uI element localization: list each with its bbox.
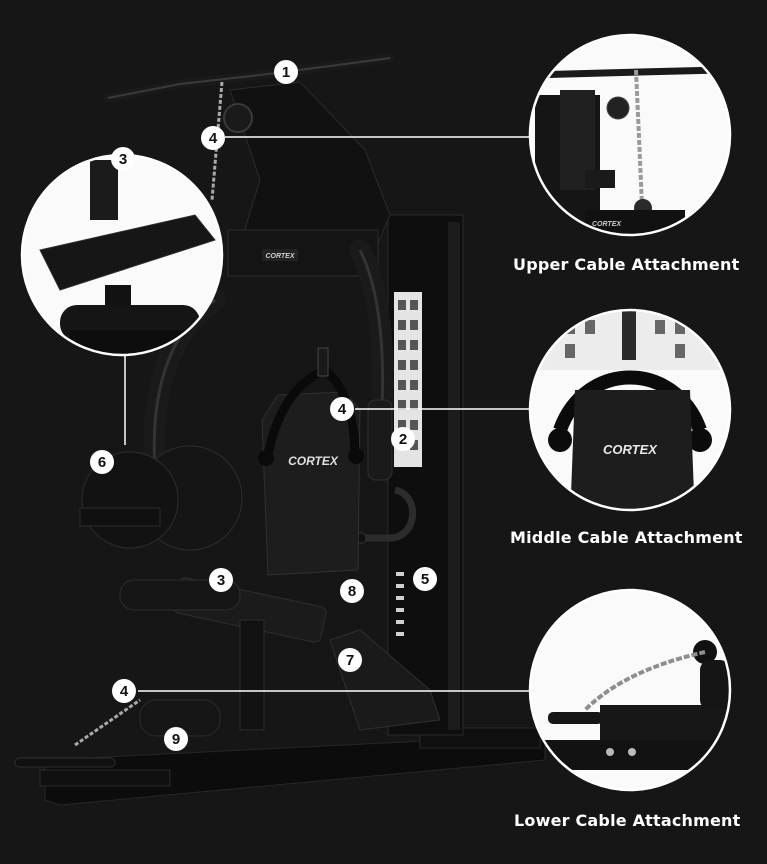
- leg-roller-upper: [119, 579, 241, 611]
- middle-inset-brand-label: CORTEX: [603, 442, 658, 457]
- d-handle: [330, 486, 417, 542]
- callout-5: 5: [413, 567, 437, 591]
- svg-text:2: 2: [399, 431, 407, 448]
- leader-lines: [124, 136, 530, 692]
- weight-selector-plates: [396, 572, 404, 636]
- preacher-pad-inset: [20, 153, 224, 357]
- upper-chain: [210, 81, 224, 201]
- lower-cable-inset: [528, 588, 732, 792]
- svg-text:4: 4: [338, 401, 347, 418]
- seat-post: [239, 619, 265, 731]
- crossbar-brand-label: CORTEX: [265, 253, 295, 260]
- lower-chain: [74, 698, 141, 747]
- lower-cable-handle: [14, 757, 116, 768]
- callout-4-middle: 4: [330, 397, 354, 421]
- machine: CORTEX CORTEX: [14, 53, 546, 806]
- plate-loader-bracket: [79, 507, 161, 527]
- upper-inset-brand-label: CORTEX: [592, 221, 622, 228]
- callout-6: 6: [90, 450, 114, 474]
- right-press-grip: [367, 399, 393, 481]
- callout-7: 7: [338, 648, 362, 672]
- crossbar-brand-plate: [262, 249, 298, 261]
- caption-upper-cable: Upper Cable Attachment: [513, 255, 740, 274]
- callout-1: 1: [274, 60, 298, 84]
- callout-3-upper: 3: [111, 147, 135, 171]
- callout-2: 2: [391, 427, 415, 451]
- callout-4-lower: 4: [112, 679, 136, 703]
- callout-8: 8: [340, 579, 364, 603]
- base-rail-front: [39, 769, 171, 787]
- upper-pulley: [223, 103, 253, 133]
- svg-text:3: 3: [119, 151, 127, 168]
- weight-stack-shroud-edge: [448, 222, 460, 730]
- backrest-brand-label: CORTEX: [288, 454, 339, 468]
- middle-cable-inset: CORTEX: [528, 308, 732, 512]
- svg-text:4: 4: [120, 683, 129, 700]
- svg-text:8: 8: [348, 583, 356, 600]
- svg-text:4: 4: [209, 130, 218, 147]
- callout-3-lower: 3: [209, 568, 233, 592]
- svg-text:7: 7: [346, 652, 354, 669]
- svg-text:3: 3: [217, 572, 225, 589]
- callout-9: 9: [164, 727, 188, 751]
- svg-text:6: 6: [98, 454, 106, 471]
- svg-text:9: 9: [172, 731, 180, 748]
- svg-text:5: 5: [421, 571, 429, 588]
- svg-text:1: 1: [282, 64, 290, 81]
- caption-lower-cable: Lower Cable Attachment: [514, 811, 741, 830]
- upper-cable-inset: CORTEX: [528, 33, 732, 237]
- callout-4-upper: 4: [201, 126, 225, 150]
- callout-badges: 1 4 3 4 2 6 3 5: [90, 60, 437, 751]
- caption-middle-cable: Middle Cable Attachment: [510, 528, 743, 547]
